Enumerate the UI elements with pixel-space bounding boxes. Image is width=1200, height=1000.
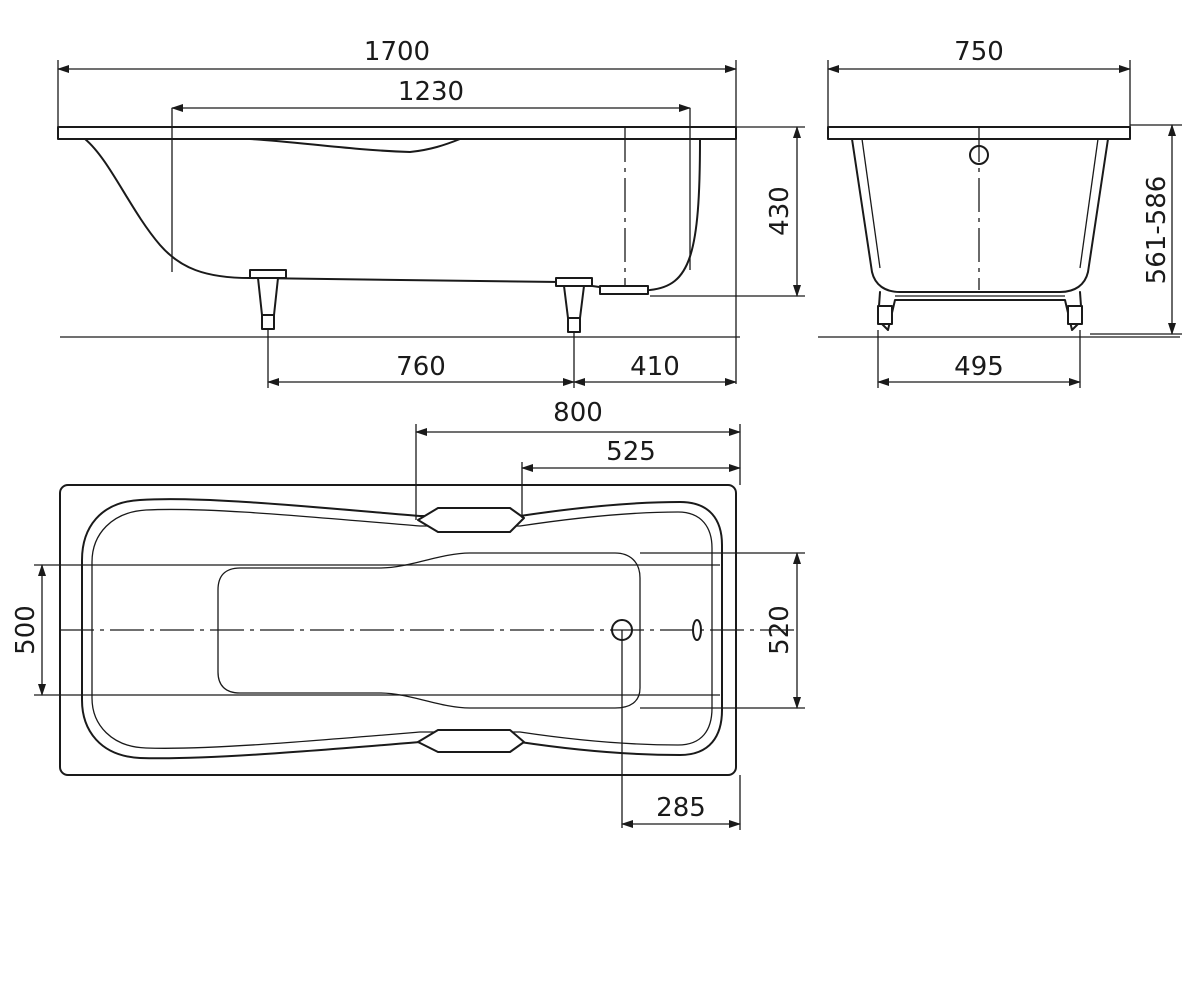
dim-label-1700: 1700 xyxy=(364,37,430,67)
dim-label-525: 525 xyxy=(606,437,656,467)
dim-label-495: 495 xyxy=(954,352,1004,382)
dim-label-1230: 1230 xyxy=(398,77,464,107)
dim-label-750: 750 xyxy=(954,37,1004,67)
end-view: 750 561-586 495 xyxy=(818,37,1182,388)
top-handle-lower xyxy=(417,729,525,753)
side-bottom-pad xyxy=(599,285,649,295)
dim-label-410: 410 xyxy=(630,352,680,382)
end-foot-frame xyxy=(877,291,1083,331)
dim-label-500: 500 xyxy=(11,605,41,655)
end-tub-body xyxy=(851,138,1109,293)
dim-label-520: 520 xyxy=(765,605,795,655)
dim-label-800: 800 xyxy=(553,398,603,428)
top-view: 800 525 500 520 285 xyxy=(11,398,805,830)
side-foot-right xyxy=(555,277,593,333)
dim-label-760: 760 xyxy=(396,352,446,382)
top-tub-floor xyxy=(217,552,641,709)
side-tub-body xyxy=(84,138,701,292)
side-armrest xyxy=(249,138,461,153)
dim-label-285: 285 xyxy=(656,793,706,823)
top-overflow xyxy=(692,619,702,641)
top-handle-upper xyxy=(417,507,525,533)
dim-label-430: 430 xyxy=(765,186,795,236)
side-view: 1700 1230 430 760 410 xyxy=(57,37,805,388)
top-tub-outline-inner xyxy=(91,508,713,749)
top-tub-outline xyxy=(81,498,723,760)
side-rim xyxy=(57,126,737,140)
dim-label-561-586: 561-586 xyxy=(1142,176,1172,285)
side-foot-left xyxy=(249,269,287,330)
